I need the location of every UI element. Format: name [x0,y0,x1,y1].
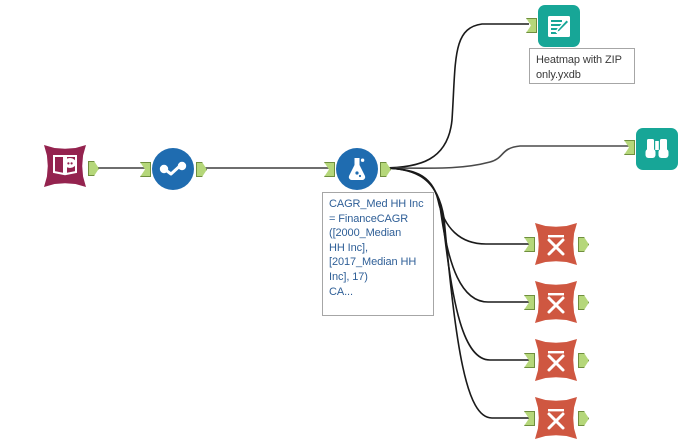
summarize-tool[interactable] [524,223,589,265]
summarize-input-anchor[interactable] [524,237,535,252]
formula-output-anchor[interactable] [380,162,391,177]
x-bar-icon [535,397,577,439]
x-bar-icon [535,339,577,381]
summarize-input-anchor[interactable] [524,411,535,426]
book-database-icon [44,145,86,187]
select-check-icon [152,148,194,190]
browse-tool[interactable] [624,128,678,170]
summarize-output-anchor[interactable] [578,411,589,426]
output-data-input-anchor[interactable] [526,18,537,33]
select-tool[interactable] [140,148,207,190]
wire-formula-to-browse [381,145,629,170]
formula-input-anchor[interactable] [324,162,335,177]
x-bar-icon [535,281,577,323]
binoculars-icon [636,128,678,170]
select-tool-body [152,148,194,190]
formula-tool[interactable] [324,148,391,190]
select-output-anchor[interactable] [196,162,207,177]
summarize-tool[interactable] [524,397,589,439]
select-input-anchor[interactable] [140,162,151,177]
summarize-output-anchor[interactable] [578,295,589,310]
document-pencil-icon [538,5,580,47]
summarize-tool-body [535,281,577,323]
input-data-output-anchor[interactable] [88,161,99,176]
input-data-tool[interactable] [44,145,99,187]
summarize-input-anchor[interactable] [524,353,535,368]
summarize-tool-body [535,397,577,439]
summarize-tool[interactable] [524,339,589,381]
output-data-tool[interactable] [526,5,580,47]
summarize-input-anchor[interactable] [524,295,535,310]
x-bar-icon [535,223,577,265]
summarize-tool-body [535,339,577,381]
flask-icon [336,148,378,190]
summarize-output-anchor[interactable] [578,353,589,368]
output-data-annotation[interactable]: Heatmap with ZIP only.yxdb [529,48,635,84]
formula-annotation[interactable]: CAGR_Med HH Inc = FinanceCAGR ([2000_Med… [322,192,434,316]
wire-formula-to-output [381,23,529,169]
browse-input-anchor[interactable] [624,140,635,155]
summarize-tool[interactable] [524,281,589,323]
summarize-tool-body [535,223,577,265]
summarize-output-anchor[interactable] [578,237,589,252]
